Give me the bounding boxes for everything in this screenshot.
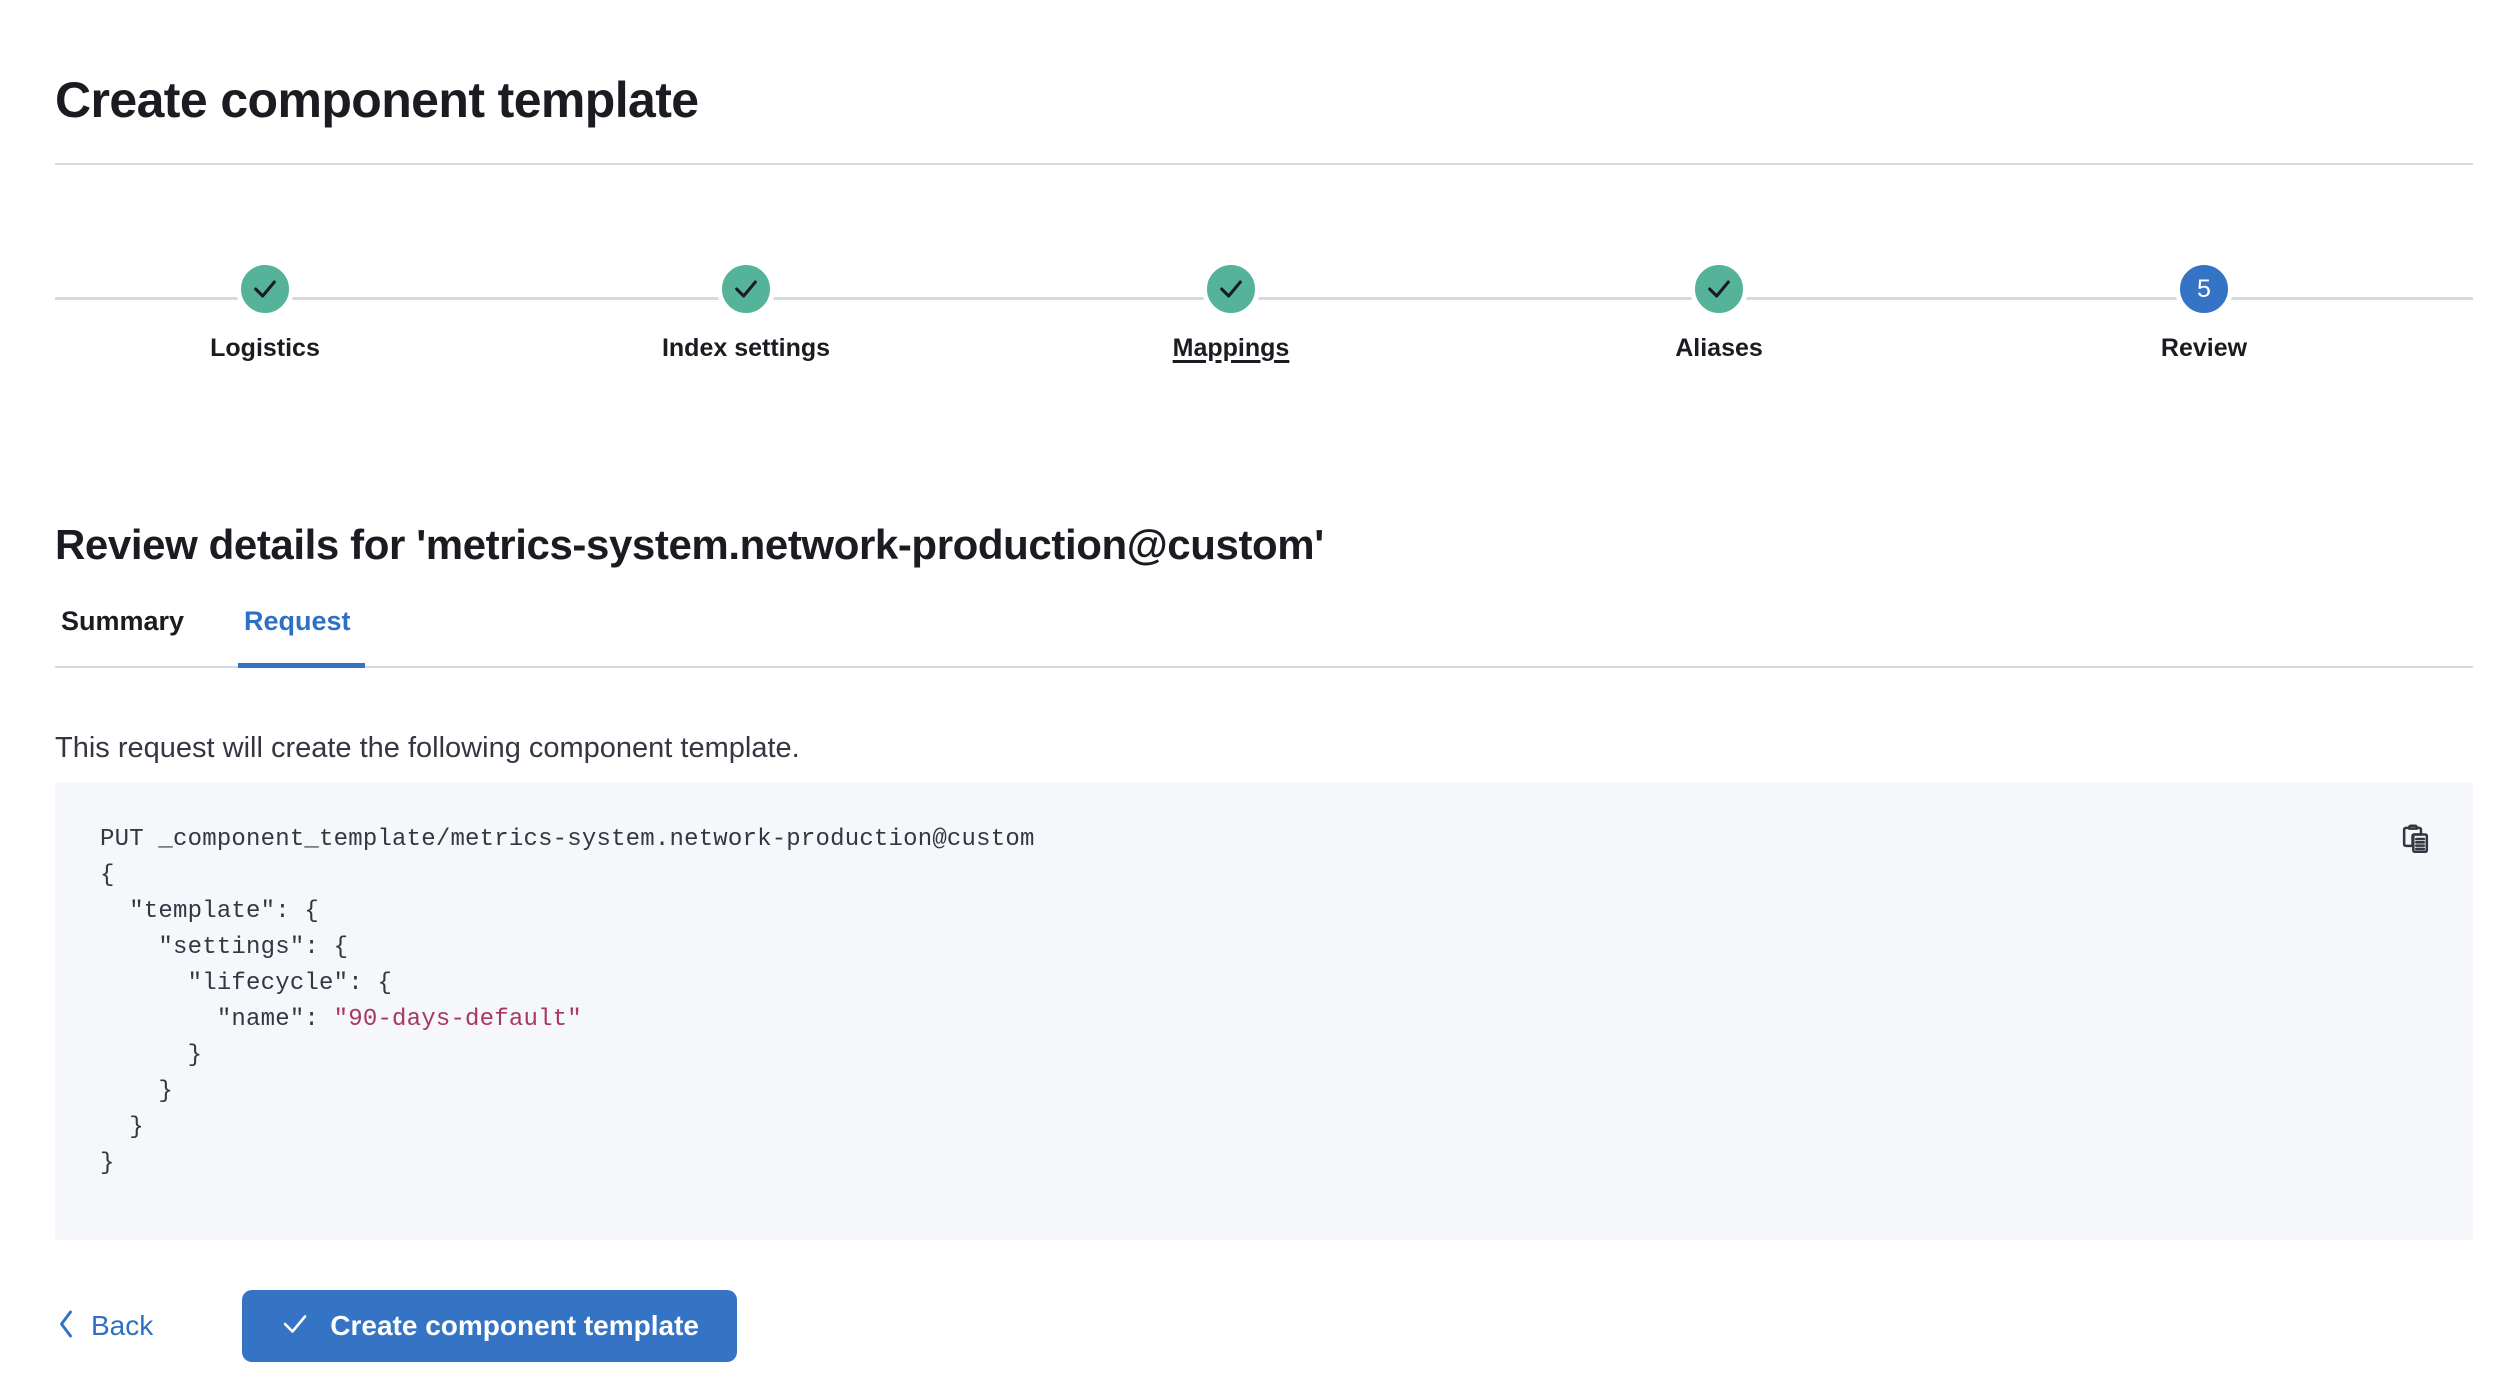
check-icon (280, 1309, 310, 1344)
request-code-block: PUT _component_template/metrics-system.n… (55, 782, 2473, 1240)
wizard-stepper: Logistics Index settings Mappings (55, 260, 2473, 380)
step-status-circle-complete (717, 260, 775, 318)
code-line: } (100, 1150, 115, 1177)
title-divider (55, 163, 2473, 165)
check-icon (732, 275, 760, 303)
check-icon (1705, 275, 1733, 303)
check-icon (251, 275, 279, 303)
step-status-circle-complete (1690, 260, 1748, 318)
request-description: This request will create the following c… (55, 732, 800, 764)
step-status-circle-current: 5 (2175, 260, 2233, 318)
code-method-line: PUT _component_template/metrics-system.n… (100, 826, 1035, 853)
step-number: 5 (2197, 274, 2211, 303)
check-icon (1217, 275, 1245, 303)
stepper-step-logistics[interactable]: Logistics (115, 260, 415, 363)
stepper-step-label: Index settings (661, 334, 831, 362)
create-button-label: Create component template (330, 1310, 699, 1341)
stepper-step-index-settings[interactable]: Index settings (596, 260, 896, 363)
code-key-name: "name": (100, 1006, 334, 1033)
back-button[interactable]: Back (55, 1309, 163, 1344)
step-status-circle-complete (1202, 260, 1260, 318)
tab-request[interactable]: Request (238, 602, 357, 668)
stepper-step-label: Review (2160, 334, 2248, 362)
step-status-circle-complete (236, 260, 294, 318)
review-tabs: Summary Request (55, 600, 2473, 668)
stepper-step-mappings[interactable]: Mappings (1081, 260, 1381, 363)
stepper-step-label: Aliases (1675, 334, 1763, 362)
code-line: "settings": { (100, 934, 349, 961)
stepper-step-label: Logistics (210, 334, 320, 362)
active-tab-indicator (238, 663, 365, 668)
tabs-baseline (55, 666, 2473, 668)
code-line: } (100, 1042, 203, 1069)
code-string-value: "90-days-default" (333, 1006, 582, 1033)
review-heading: Review details for 'metrics-system.netwo… (55, 520, 1324, 568)
stepper-step-label: Mappings (1172, 334, 1290, 362)
code-line: } (100, 1114, 144, 1141)
code-line: } (100, 1078, 174, 1105)
code-line: { (100, 862, 115, 889)
page-title: Create component template (55, 71, 699, 128)
chevron-left-icon (55, 1309, 77, 1344)
back-button-label: Back (91, 1310, 154, 1341)
copy-to-clipboard-button[interactable] (2392, 815, 2440, 863)
tab-summary[interactable]: Summary (55, 602, 190, 668)
copy-clipboard-icon (2398, 821, 2434, 857)
stepper-track (55, 297, 2473, 300)
wizard-footer-actions: Back Create component template (55, 1290, 737, 1362)
stepper-step-review[interactable]: 5 Review (2054, 260, 2354, 363)
code-line: "lifecycle": { (100, 970, 393, 997)
request-code-content: PUT _component_template/metrics-system.n… (100, 822, 1035, 1182)
create-component-template-button[interactable]: Create component template (242, 1290, 737, 1362)
code-line: "template": { (100, 898, 320, 925)
stepper-step-aliases[interactable]: Aliases (1569, 260, 1869, 363)
